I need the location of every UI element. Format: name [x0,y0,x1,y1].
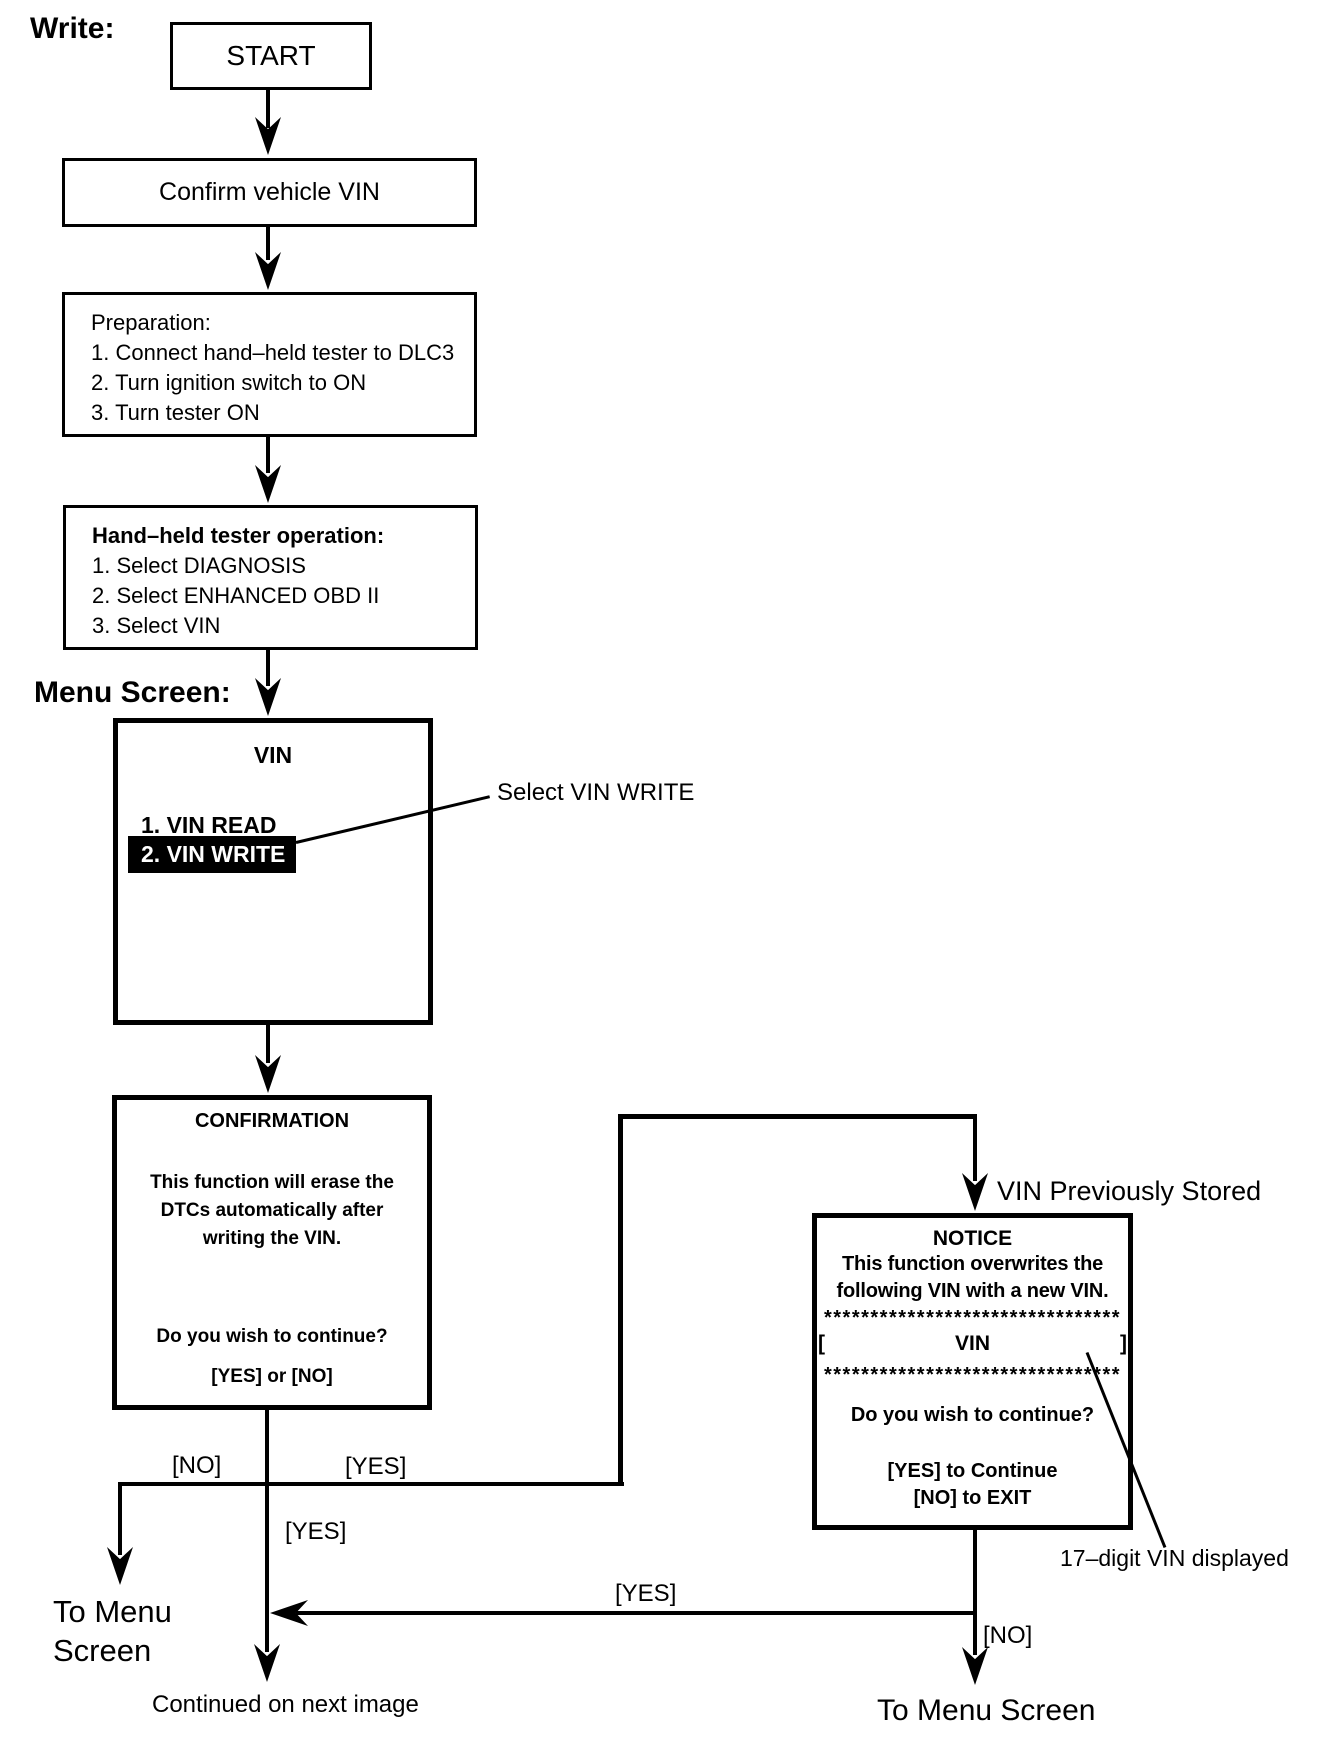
tester-operation-step-3: 3. Select VIN [92,613,221,638]
connector-notice-yes-return [296,1611,977,1615]
confirmation-question: Do you wish to continue? [156,1326,388,1347]
tester-operation-node: Hand–held tester operation: 1. Select DI… [63,505,478,650]
continued-label: Continued on next image [152,1691,419,1718]
notice-vin-label: VIN [954,1332,990,1355]
confirm-vin-label: Confirm vehicle VIN [159,178,380,206]
connector-tester-menu [266,650,270,686]
notice-option-yes: [YES] to Continue [887,1460,1058,1482]
connector-menu-confirmation [266,1025,270,1063]
confirmation-screen [112,1095,432,1410]
connector-confirm-prep [266,227,270,260]
notice-body-line-2: following VIN with a new VIN. [836,1280,1109,1302]
connector-no-to-menu [118,1482,122,1555]
to-menu-screen-left-label: To Menu Screen [53,1592,172,1670]
vin-menu-title: VIN [253,742,293,768]
write-section-label: Write: [30,12,115,45]
notice-screen [812,1213,1133,1530]
notice-title: NOTICE [932,1227,1013,1250]
tester-operation-title: Hand–held tester operation: [92,523,385,548]
preparation-step-2: 2. Turn ignition switch to ON [91,370,367,395]
notice-vin-close-bracket: ] [1119,1332,1127,1355]
notice-stars-bottom: ******************************** [823,1364,1122,1386]
connector-yes-over [618,1114,977,1119]
to-menu-line-2: Screen [53,1633,152,1668]
start-node-label: START [226,40,316,71]
branch-label-yes: [YES] [345,1453,407,1480]
confirmation-body-line-1: This function will erase the [150,1172,394,1193]
preparation-step-1: 1. Connect hand–held tester to DLC3 [91,340,455,365]
tester-operation-step-1: 1. Select DIAGNOSIS [92,553,306,578]
vin-previously-stored-label: VIN Previously Stored [997,1176,1262,1206]
notice-yes-branch-label: [YES] [615,1580,677,1607]
tester-operation-step-2: 2. Select ENHANCED OBD II [92,583,380,608]
preparation-title: Preparation: [91,310,211,335]
notice-question: Do you wish to continue? [850,1404,1095,1426]
confirmation-title: CONFIRMATION [194,1110,350,1132]
to-menu-line-1: To Menu [53,1594,172,1629]
branch-label-no: [NO] [172,1452,222,1479]
notice-no-branch-label: [NO] [983,1622,1033,1649]
branch-line-confirmation [118,1482,624,1486]
preparation-step-3: 3. Turn tester ON [91,400,260,425]
notice-stars-top: ******************************** [823,1307,1122,1329]
connector-confirmation-continued [265,1410,269,1652]
confirmation-body-line-3: writing the VIN. [202,1228,342,1249]
vin-menu-item-read: 1. VIN READ [141,812,277,838]
confirm-vin-node: Confirm vehicle VIN [62,158,477,227]
menu-screen-section-label: Menu Screen: [34,676,231,709]
start-node: START [170,22,372,90]
to-menu-screen-right-label: To Menu Screen [877,1694,1096,1727]
connector-into-notice [973,1119,977,1181]
vin-menu-item-write-highlighted: 2. VIN WRITE [128,836,296,873]
notice-vin-row: [ VIN ] [818,1332,1127,1356]
stem-label-yes: [YES] [285,1518,347,1545]
notice-vin-open-bracket: [ [818,1332,825,1355]
confirmation-options: [YES] or [NO] [211,1366,333,1387]
connector-yes-up [618,1114,623,1486]
confirmation-body-line-2: DTCs automatically after [160,1200,384,1221]
connector-start-confirm [266,88,270,128]
preparation-node: Preparation: 1. Connect hand–held tester… [62,292,477,437]
select-vin-write-callout: Select VIN WRITE [497,779,695,806]
vin-digits-note-label: 17–digit VIN displayed [1060,1545,1289,1571]
notice-option-no: [NO] to EXIT [913,1487,1032,1509]
connector-notice-no [973,1530,977,1655]
notice-body-line-1: This function overwrites the [841,1253,1104,1275]
connector-prep-tester [266,437,270,473]
